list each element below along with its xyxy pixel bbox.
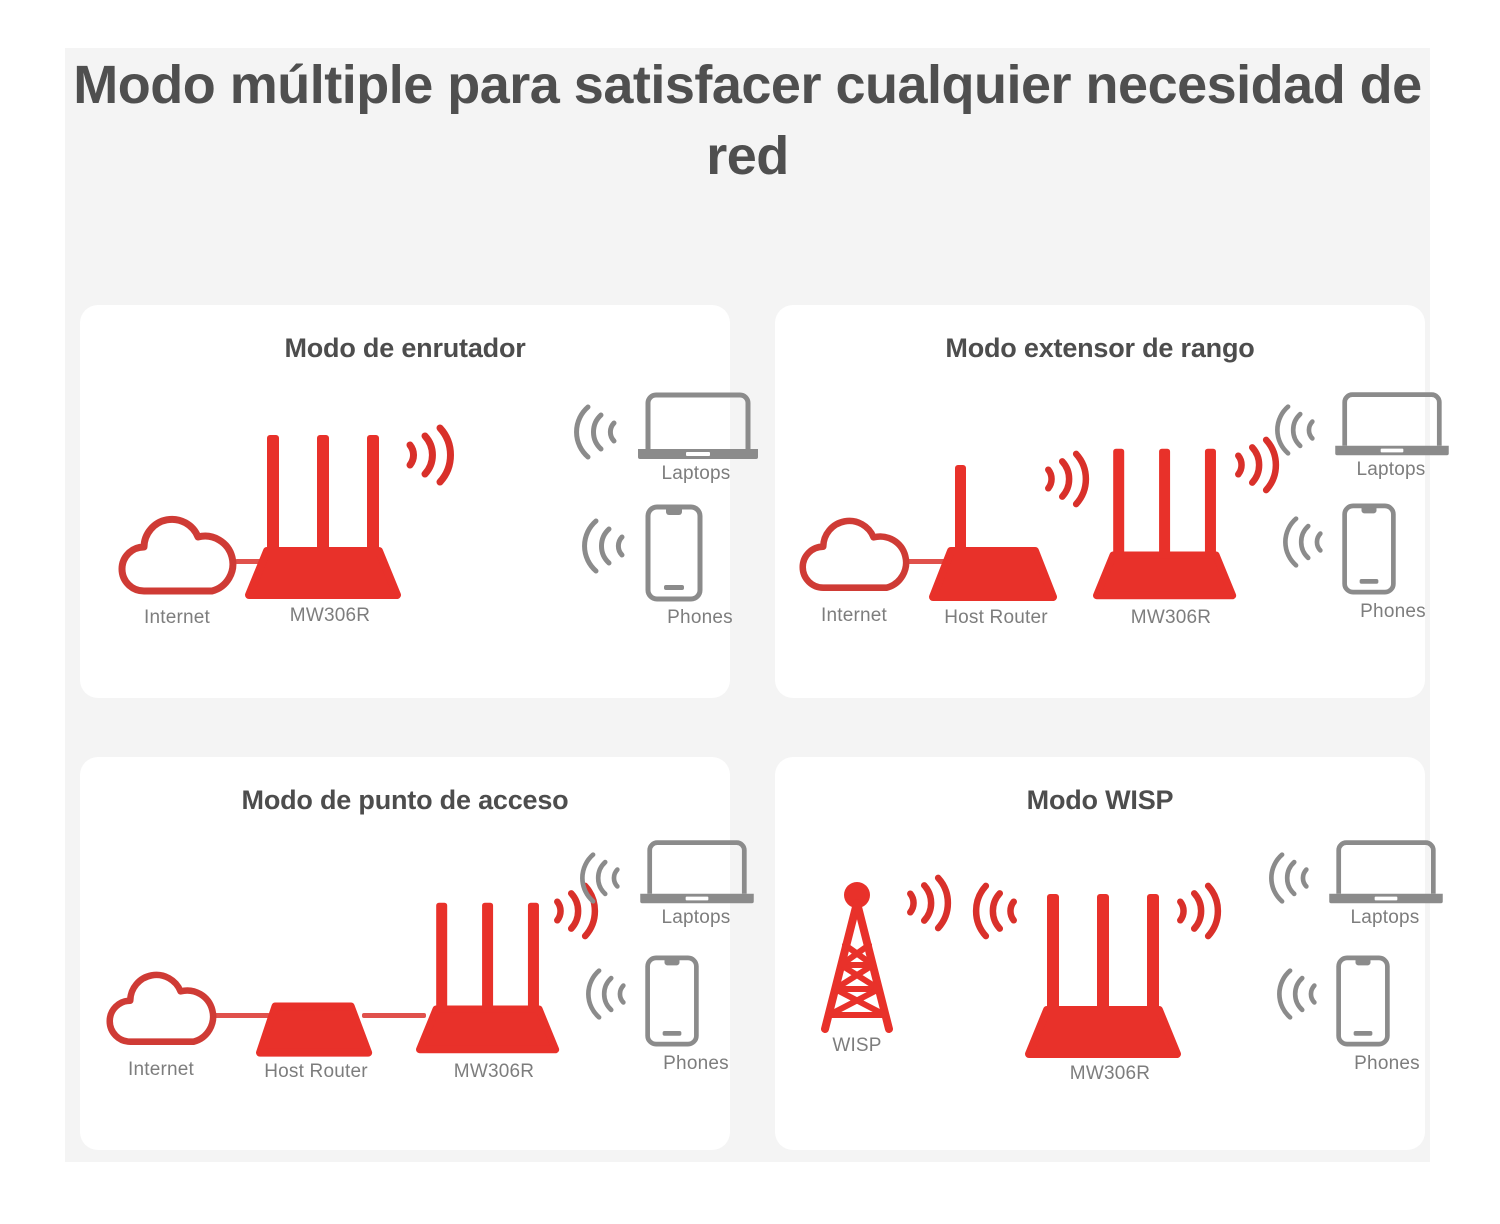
node-label: WISP: [832, 1035, 882, 1056]
wifi-waves-icon: [1177, 882, 1222, 940]
cloud-icon: [106, 971, 217, 1045]
node-label: Phones: [667, 607, 733, 628]
wifi-waves-icon: [586, 968, 626, 1020]
tower-icon: [821, 882, 893, 1033]
mode-card-grid: Modo de enrutador Internet: [80, 305, 1449, 1150]
wifi-waves-icon: [1235, 436, 1280, 494]
phone-icon: [645, 504, 703, 602]
router-icon: [245, 435, 401, 599]
wifi-waves-icon: [1045, 450, 1090, 508]
node-internet: Internet: [106, 965, 217, 1080]
node-label: Phones: [663, 1053, 729, 1074]
mode-card-router: Modo de enrutador Internet: [80, 305, 758, 698]
node-label: Phones: [1360, 601, 1426, 622]
node-label: Internet: [820, 605, 888, 626]
node-device: MW306R: [1093, 439, 1249, 628]
host-router-wifi-signal: [1039, 445, 1091, 513]
phone-icon: [1336, 955, 1390, 1047]
node-internet: Internet: [118, 511, 237, 628]
node-label: MW306R: [1130, 607, 1212, 628]
wire-host-router-to-device: [362, 1013, 426, 1018]
mode-card-wisp: Modo WISP: [775, 757, 1443, 1150]
card-title: Modo de punto de acceso: [241, 785, 569, 815]
router-icon: [1093, 448, 1237, 600]
diagram-range-extender-mode: Internet Host Router: [775, 379, 1449, 689]
node-label: MW306R: [453, 1061, 535, 1082]
node-device: MW306R: [416, 893, 572, 1082]
wifi-waves-icon: [580, 852, 620, 904]
diagram-router-mode: Internet MW306R: [80, 379, 758, 689]
page-title: Modo múltiple para satisfacer cualquier …: [73, 55, 1422, 187]
phone-icon: [645, 955, 699, 1047]
mode-card-access-point: Modo de punto de acceso Internet Host: [80, 757, 754, 1150]
wifi-waves-icon: [406, 424, 454, 486]
laptop-icon: [1335, 392, 1449, 456]
node-host-router: Host Router: [929, 459, 1061, 628]
diagram-wisp-mode: WISP: [775, 831, 1443, 1141]
wifi-waves-icon: [1275, 404, 1315, 456]
node-label: Host Router: [264, 1061, 368, 1082]
node-label: Internet: [127, 1059, 195, 1080]
phone-icon: [1342, 503, 1396, 595]
node-label: Laptops: [1356, 459, 1426, 480]
wifi-waves-icon: [1269, 852, 1309, 904]
router-icon: [416, 902, 560, 1054]
node-label: Phones: [1354, 1053, 1420, 1074]
node-label: MW306R: [289, 605, 371, 626]
mode-card-range-extender: Modo extensor de rango Internet H: [775, 305, 1449, 698]
wifi-waves-icon: [554, 882, 599, 940]
node-device: MW306R: [245, 427, 415, 626]
wifi-waves-icon: [1277, 968, 1317, 1020]
node-label: MW306R: [1069, 1063, 1151, 1084]
laptop-icon: [638, 392, 758, 459]
laptop-icon: [1329, 840, 1443, 904]
host-router-icon: [256, 1002, 373, 1057]
cloud-icon: [118, 515, 237, 595]
wifi-waves-icon: [907, 874, 952, 932]
node-host-router: Host Router: [256, 971, 376, 1082]
node-wisp: WISP: [815, 879, 899, 1056]
wifi-waves-icon: [582, 518, 625, 574]
node-label: Laptops: [661, 907, 731, 928]
node-label: Laptops: [1350, 907, 1420, 928]
node-label: Laptops: [661, 463, 731, 484]
wifi-waves-icon: [972, 882, 1017, 940]
wisp-wifi-signal: [901, 869, 953, 937]
router-wifi-signal: [400, 419, 456, 491]
wifi-waves-icon: [574, 404, 617, 460]
card-title: Modo extensor de rango: [945, 333, 1255, 363]
node-label: Internet: [143, 607, 211, 628]
router-icon: [1025, 894, 1181, 1058]
laptop-icon: [640, 840, 754, 904]
node-label: Host Router: [944, 607, 1048, 628]
cloud-icon: [799, 517, 910, 591]
wire-internet-to-host-router: [905, 559, 963, 564]
node-internet: Internet: [799, 511, 910, 626]
card-title: Modo WISP: [1026, 785, 1174, 815]
device-wifi-signal: [548, 877, 600, 945]
wifi-waves-icon: [1283, 516, 1323, 568]
diagram-access-point-mode: Internet Host Router: [80, 831, 754, 1141]
wire-internet-to-host-router: [212, 1013, 270, 1018]
node-device: MW306R: [1025, 885, 1195, 1084]
card-title: Modo de enrutador: [284, 333, 526, 363]
device-wifi-signal-left: [971, 877, 1023, 945]
host-router-icon: [929, 465, 1057, 601]
device-wifi-signal: [1229, 431, 1281, 499]
device-wifi-signal-right: [1171, 877, 1223, 945]
